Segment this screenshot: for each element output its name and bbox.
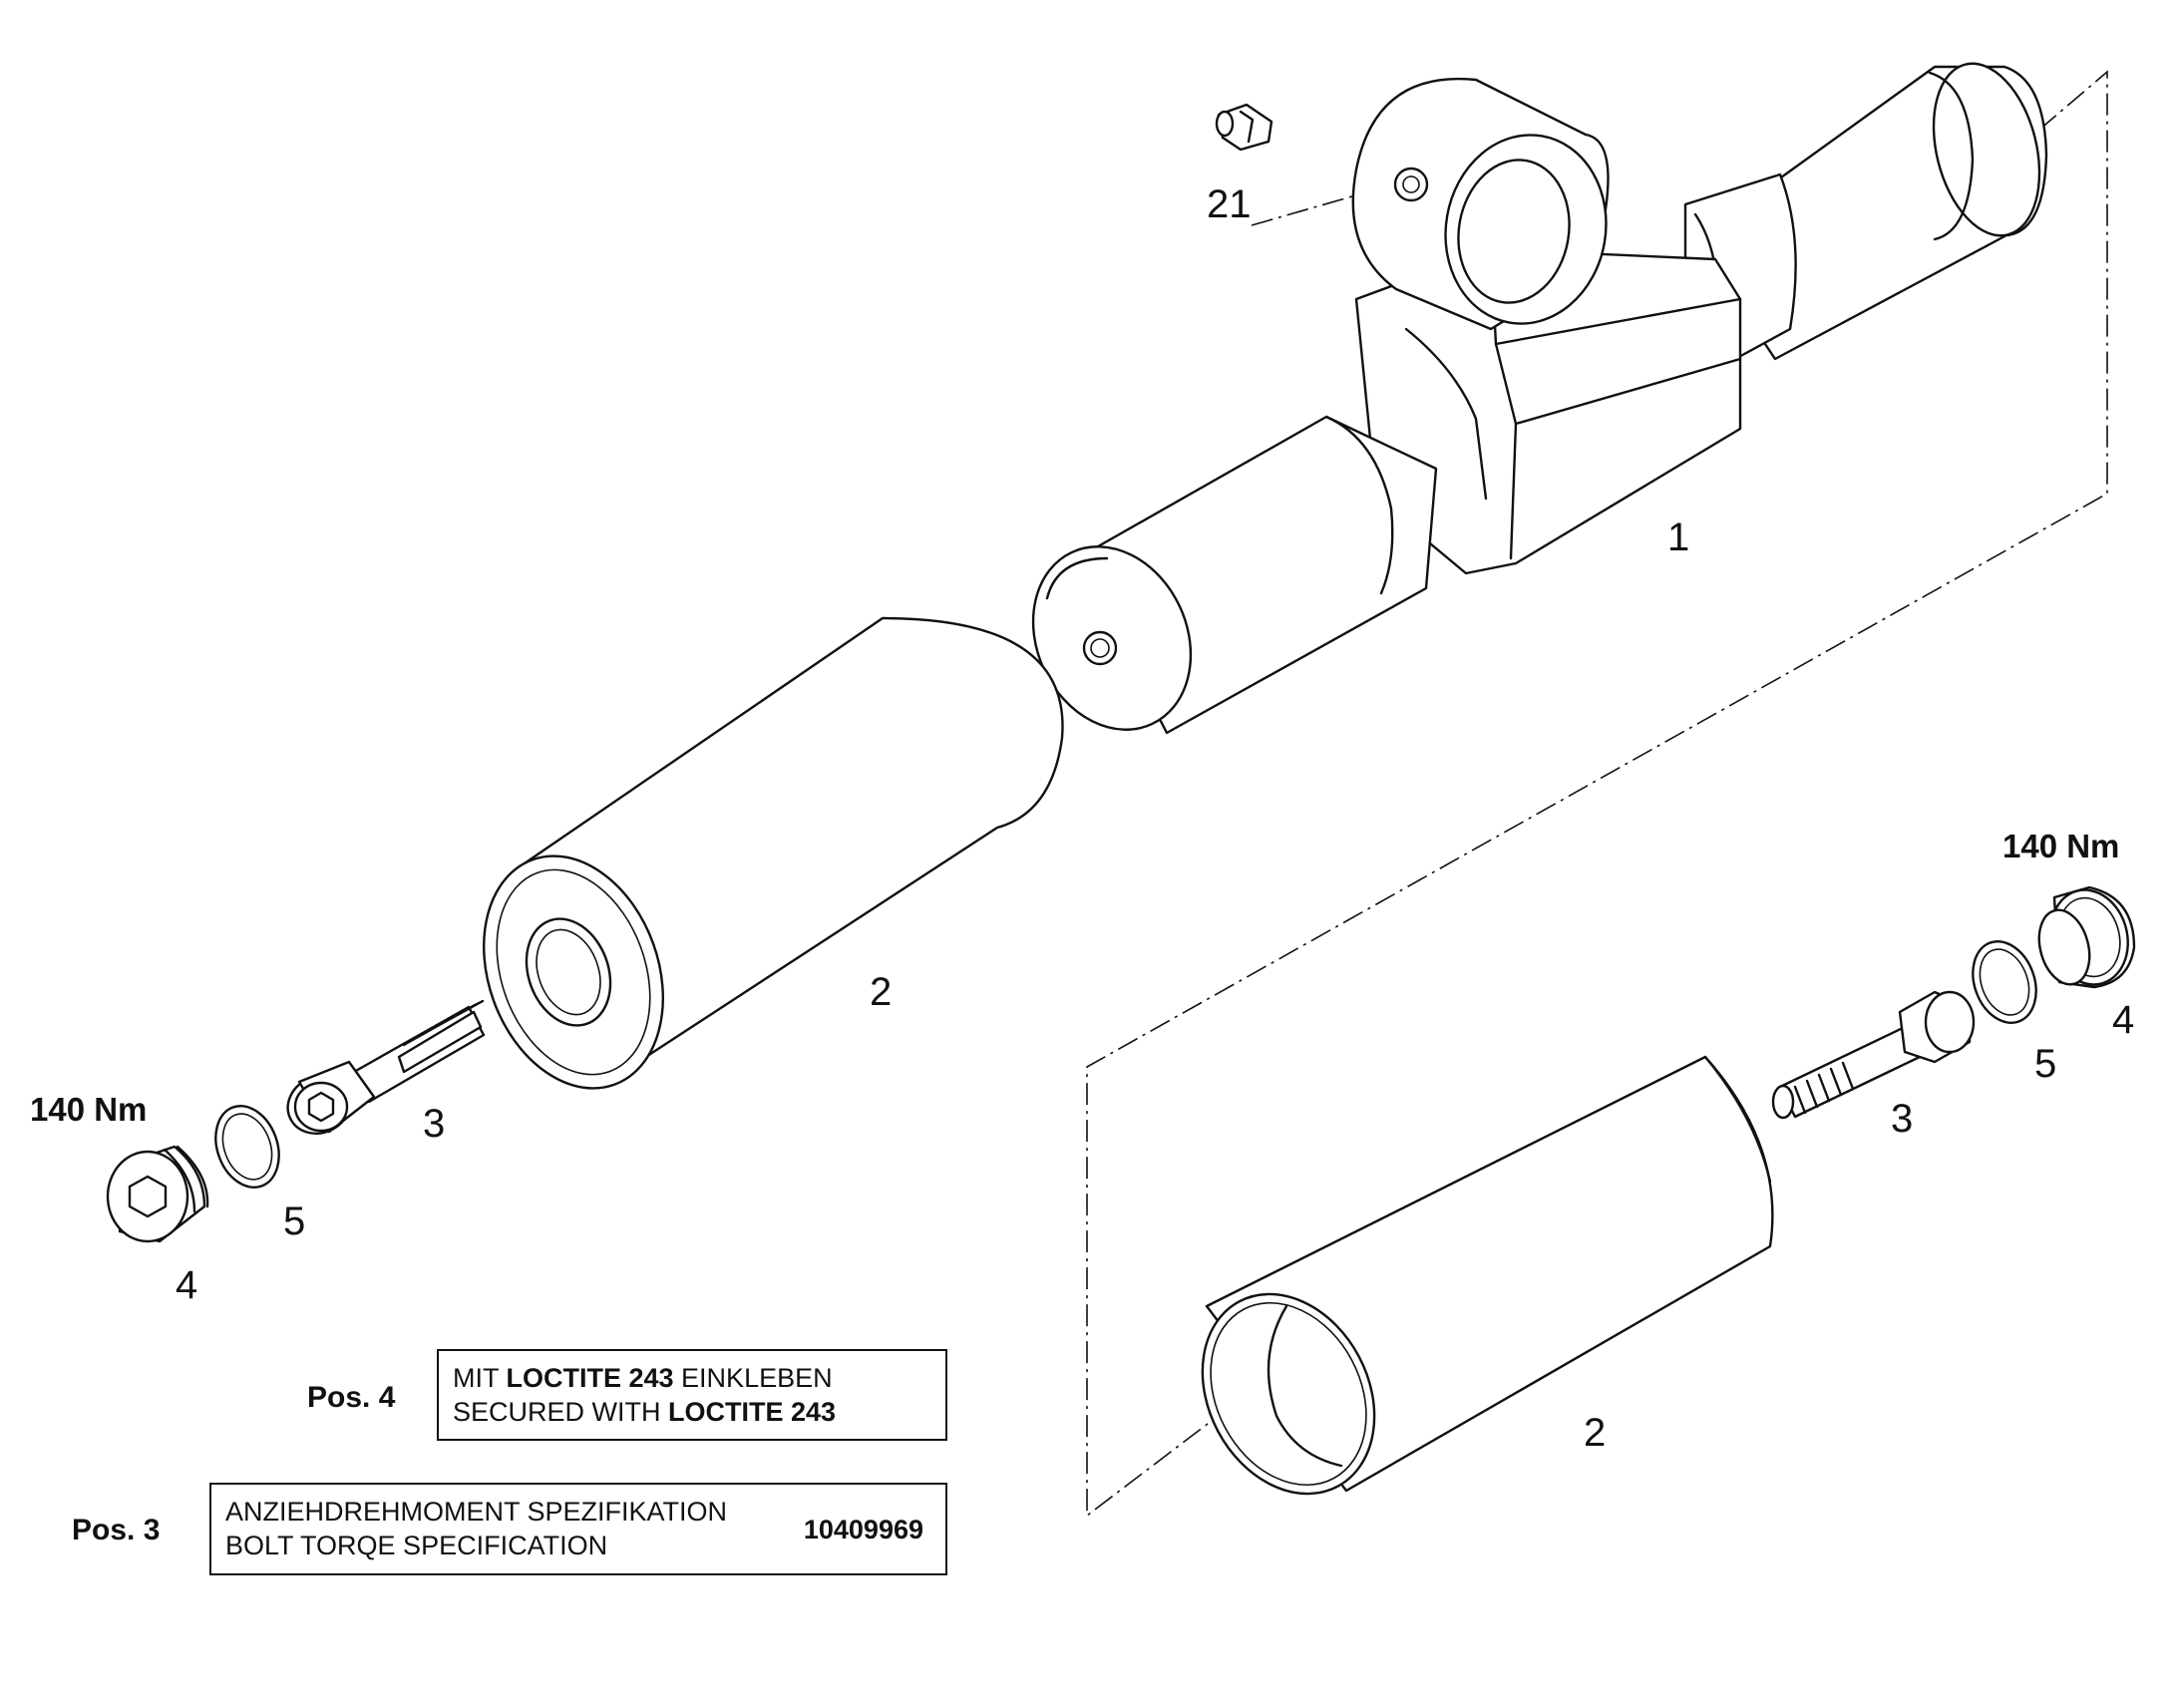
torque-right: 140 Nm (2002, 828, 2119, 864)
pos4-note-box: MIT LOCTITE 243 EINKLEBEN SECURED WITH L… (437, 1349, 947, 1441)
callout-4-left: 4 (176, 1263, 197, 1307)
callout-4-right: 4 (2112, 998, 2134, 1042)
pos4-line2: SECURED WITH LOCTITE 243 (453, 1397, 837, 1427)
callout-2-lower: 2 (1584, 1411, 1606, 1455)
part-21-grease-nipple (1215, 103, 1273, 152)
part-3-right-bolt (1771, 990, 1976, 1120)
pos3-label: Pos. 3 (72, 1514, 161, 1546)
callout-3-right: 3 (1891, 1097, 1913, 1141)
pos3-note-box: ANZIEHDREHMOMENT SPEZIFIKATION BOLT TORQ… (209, 1483, 947, 1575)
phantom-lines (1086, 70, 2108, 1518)
part-5-right-seal-ring (1972, 940, 2037, 1024)
part-2-upper-sleeve (482, 616, 1064, 1090)
callouts: 1 21 2 2 3 3 4 4 5 5 140 Nm 140 Nm (30, 182, 2134, 1455)
pos3-spec-code: 10409969 (803, 1515, 923, 1544)
part-3-left-bolt (286, 999, 486, 1135)
part-4-right-plug (2037, 885, 2136, 989)
pos4-label: Pos. 4 (307, 1381, 396, 1414)
callout-1: 1 (1667, 515, 1689, 559)
callout-5-right: 5 (2034, 1042, 2056, 1086)
callout-5-left: 5 (283, 1199, 305, 1243)
pos3-line1: ANZIEHDREHMOMENT SPEZIFIKATION (225, 1497, 728, 1527)
pos4-line1: MIT LOCTITE 243 EINKLEBEN (453, 1363, 833, 1393)
part-1-housing (1031, 62, 2048, 735)
part-2-lower-sleeve (1201, 1055, 1774, 1496)
part-5-left-seal-ring (214, 1105, 280, 1189)
pos3-line2: BOLT TORQE SPECIFICATION (225, 1531, 608, 1560)
callout-2-upper: 2 (870, 970, 892, 1014)
torque-left: 140 Nm (30, 1091, 147, 1128)
part-4-left-plug (106, 1145, 209, 1243)
callout-21: 21 (1207, 182, 1252, 226)
callout-3-left: 3 (423, 1102, 445, 1146)
